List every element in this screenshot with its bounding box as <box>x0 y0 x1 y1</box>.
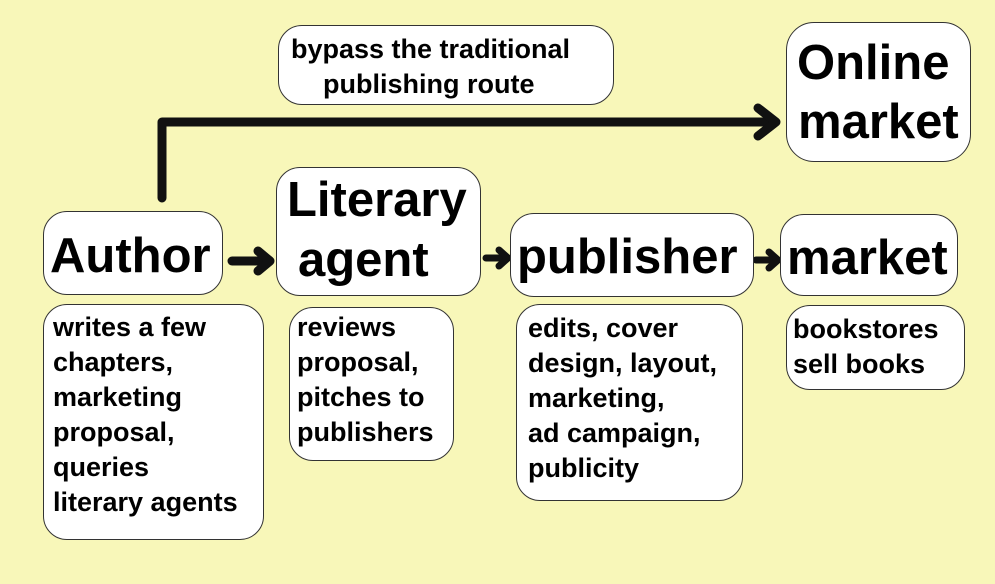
author-description: writes a few chapters, marketing proposa… <box>43 304 264 540</box>
arrow-author-to-agent-head <box>253 246 275 276</box>
literary-agent-node: Literary agent <box>276 167 481 296</box>
publisher-desc-line: ad campaign, <box>528 418 701 448</box>
bypass-note: bypass the traditional publishing route <box>278 25 614 105</box>
author-desc-line: queries <box>53 452 150 482</box>
market-desc-line: sell books <box>793 349 926 379</box>
literary-agent-line2: agent <box>298 233 429 287</box>
bypass-note-line2: publishing route <box>323 69 535 99</box>
arrow-publisher-to-market-head <box>765 248 782 272</box>
publisher-desc-line: marketing, <box>528 383 665 413</box>
literary-agent-description: reviews proposal, pitches to publishers <box>289 307 454 461</box>
publisher-label: publisher <box>517 230 738 284</box>
author-desc-line: chapters, <box>53 347 174 377</box>
agent-desc-line: pitches to <box>297 382 425 412</box>
author-label: Author <box>50 229 211 283</box>
arrow-agent-to-publisher-head <box>495 246 512 270</box>
online-market-line1: Online <box>797 36 950 90</box>
author-desc-line: literary agents <box>53 487 238 517</box>
literary-agent-line1: Literary <box>287 173 467 227</box>
publisher-desc-line: publicity <box>528 453 640 483</box>
publisher-description: edits, cover design, layout, marketing, … <box>516 304 743 501</box>
publisher-desc-line: edits, cover <box>528 313 679 343</box>
author-desc-line: proposal, <box>53 417 175 447</box>
market-label: market <box>787 231 948 285</box>
author-desc-line: writes a few <box>53 312 207 342</box>
market-desc-line: bookstores <box>793 314 939 344</box>
agent-desc-line: publishers <box>297 417 434 447</box>
online-market-line2: market <box>798 95 959 149</box>
publisher-node: publisher <box>510 213 754 297</box>
market-description: bookstores sell books <box>786 305 965 390</box>
bypass-arrow-head <box>753 103 781 141</box>
publisher-desc-line: design, layout, <box>528 348 718 378</box>
bypass-note-line1: bypass the traditional <box>291 34 571 64</box>
bypass-arrow <box>157 117 777 203</box>
online-market-node: Online market <box>786 22 971 162</box>
agent-desc-line: proposal, <box>297 347 419 377</box>
market-node: market <box>780 214 958 296</box>
agent-desc-line: reviews <box>297 312 397 342</box>
author-desc-line: marketing <box>53 382 183 412</box>
author-node: Author <box>43 211 223 295</box>
